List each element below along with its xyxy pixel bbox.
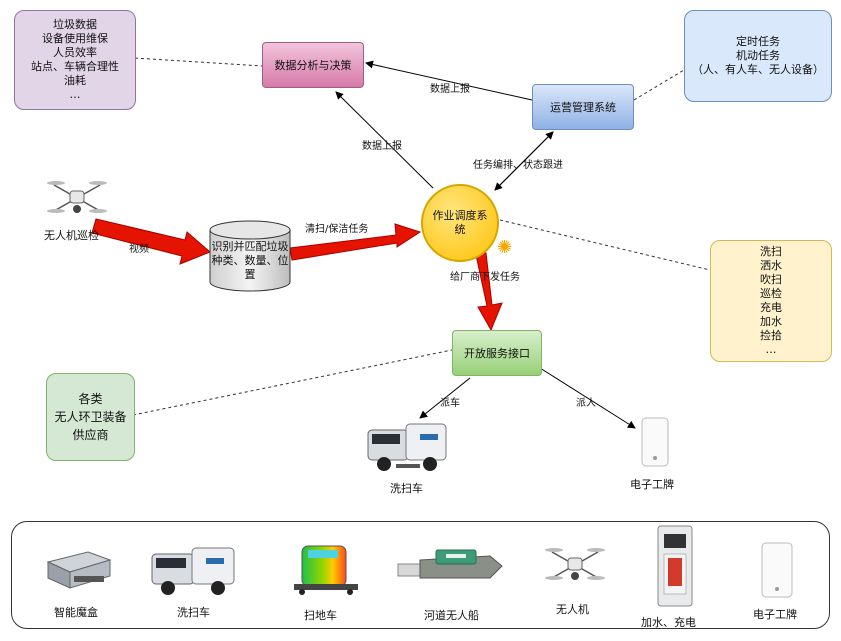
node-label: 开放服务接口: [464, 347, 530, 360]
note-line: …: [69, 88, 81, 101]
smart-box-icon: [46, 551, 112, 589]
node-recognize-label: 识别并匹配垃圾种类、数量、位置: [211, 240, 289, 282]
edge-label: 派人: [576, 398, 596, 409]
sweeper-truck-icon: [367, 423, 447, 471]
note-line: 油耗: [64, 74, 86, 87]
footer-caption: 河道无人船: [424, 609, 479, 622]
node-dispatch-system[interactable]: 作业调度系统: [421, 184, 499, 262]
badge-icon: [761, 542, 793, 598]
note-job-types: 洗扫 洒水 吹扫 巡检 充电 加水 捡拾 …: [710, 240, 832, 362]
dashed-connector: [633, 69, 685, 101]
note-line: 各类: [78, 392, 103, 406]
node-api[interactable]: 开放服务接口: [452, 330, 542, 376]
note-line: 吹扫: [760, 273, 782, 286]
footer-caption: 洗扫车: [177, 606, 210, 619]
database-cylinder-icon: [209, 220, 291, 292]
footer-caption: 电子工牌: [753, 608, 797, 621]
edge-label: 视频: [129, 244, 149, 255]
footer-caption: 加水、充电: [641, 616, 696, 629]
node-label: 数据分析与决策: [274, 59, 352, 72]
note-suppliers: 各类 无人环卫装备 供应商: [46, 373, 135, 461]
note-line: 洗扫: [760, 245, 782, 258]
note-line: 加水: [760, 315, 782, 328]
footer-caption: 扫地车: [304, 609, 337, 622]
edge-label: 派车: [440, 398, 460, 409]
note-line: 站点、车辆合理性: [31, 60, 119, 73]
arrow-api-to-badge: [539, 367, 636, 429]
note-line: …: [765, 343, 777, 356]
gear-icon: ✺: [497, 237, 513, 258]
node-data-analysis[interactable]: 数据分析与决策: [262, 42, 364, 88]
device-footer: [11, 521, 830, 629]
edge-label: 清扫/保洁任务: [305, 224, 369, 235]
arrow-api-to-sweeper: [419, 377, 471, 419]
node-label: 运营管理系统: [550, 101, 616, 114]
arrow-dispatch-to-analysis: [335, 91, 434, 189]
floor-sweeper-icon: [294, 545, 358, 595]
dashed-connector: [499, 219, 711, 271]
note-line: （人、有人车、无人设备）: [692, 63, 824, 76]
note-line: 定时任务: [736, 35, 780, 48]
edge-label: 给厂商下发任务: [450, 272, 520, 283]
charging-station-icon: [657, 525, 693, 607]
node-ops-management[interactable]: 运营管理系统: [532, 84, 634, 130]
footer-caption: 智能魔盒: [54, 606, 98, 619]
device-caption: 电子工牌: [630, 478, 674, 491]
device-caption: 洗扫车: [390, 482, 423, 495]
node-label: 识别并匹配垃圾种类、数量、位置: [211, 240, 289, 281]
note-line: 机动任务: [736, 49, 780, 62]
arrow-ops-to-dispatch: [494, 131, 554, 191]
edge-label: 数据上报: [430, 84, 470, 95]
red-arrow-video: [91, 218, 211, 265]
note-line: 捡拾: [760, 329, 782, 342]
note-line: 巡检: [760, 287, 782, 300]
note-line: 无人环卫装备: [54, 410, 127, 424]
note-line: 垃圾数据: [53, 18, 97, 31]
note-line: 洒水: [760, 259, 782, 272]
edge-label: 数据上报: [362, 141, 402, 152]
footer-caption: 无人机: [556, 603, 589, 616]
note-task-types: 定时任务 机动任务 （人、有人车、无人设备）: [684, 10, 832, 102]
drone-icon: [47, 181, 107, 213]
note-line: 供应商: [72, 428, 109, 442]
red-arrow-clean-task: [289, 223, 422, 261]
note-data-metrics: 垃圾数据 设备使用维保 人员效率 站点、车辆合理性 油耗 …: [14, 10, 136, 110]
drone-icon: [545, 548, 605, 580]
note-line: 人员效率: [53, 46, 97, 59]
badge-icon: [641, 417, 669, 467]
note-line: 充电: [760, 301, 782, 314]
arrow-ops-to-analysis: [365, 60, 533, 101]
dashed-connector: [134, 57, 263, 67]
note-line: 设备使用维保: [42, 32, 108, 45]
device-caption: 无人机巡检: [44, 229, 99, 242]
sweeper-truck-icon: [151, 547, 235, 595]
edge-label: 任务编排、状态跟进: [473, 160, 563, 171]
dashed-connector: [132, 349, 453, 416]
node-label: 作业调度系统: [432, 209, 488, 236]
river-boat-icon: [397, 549, 503, 579]
red-arrow-issue-task: [475, 252, 503, 332]
